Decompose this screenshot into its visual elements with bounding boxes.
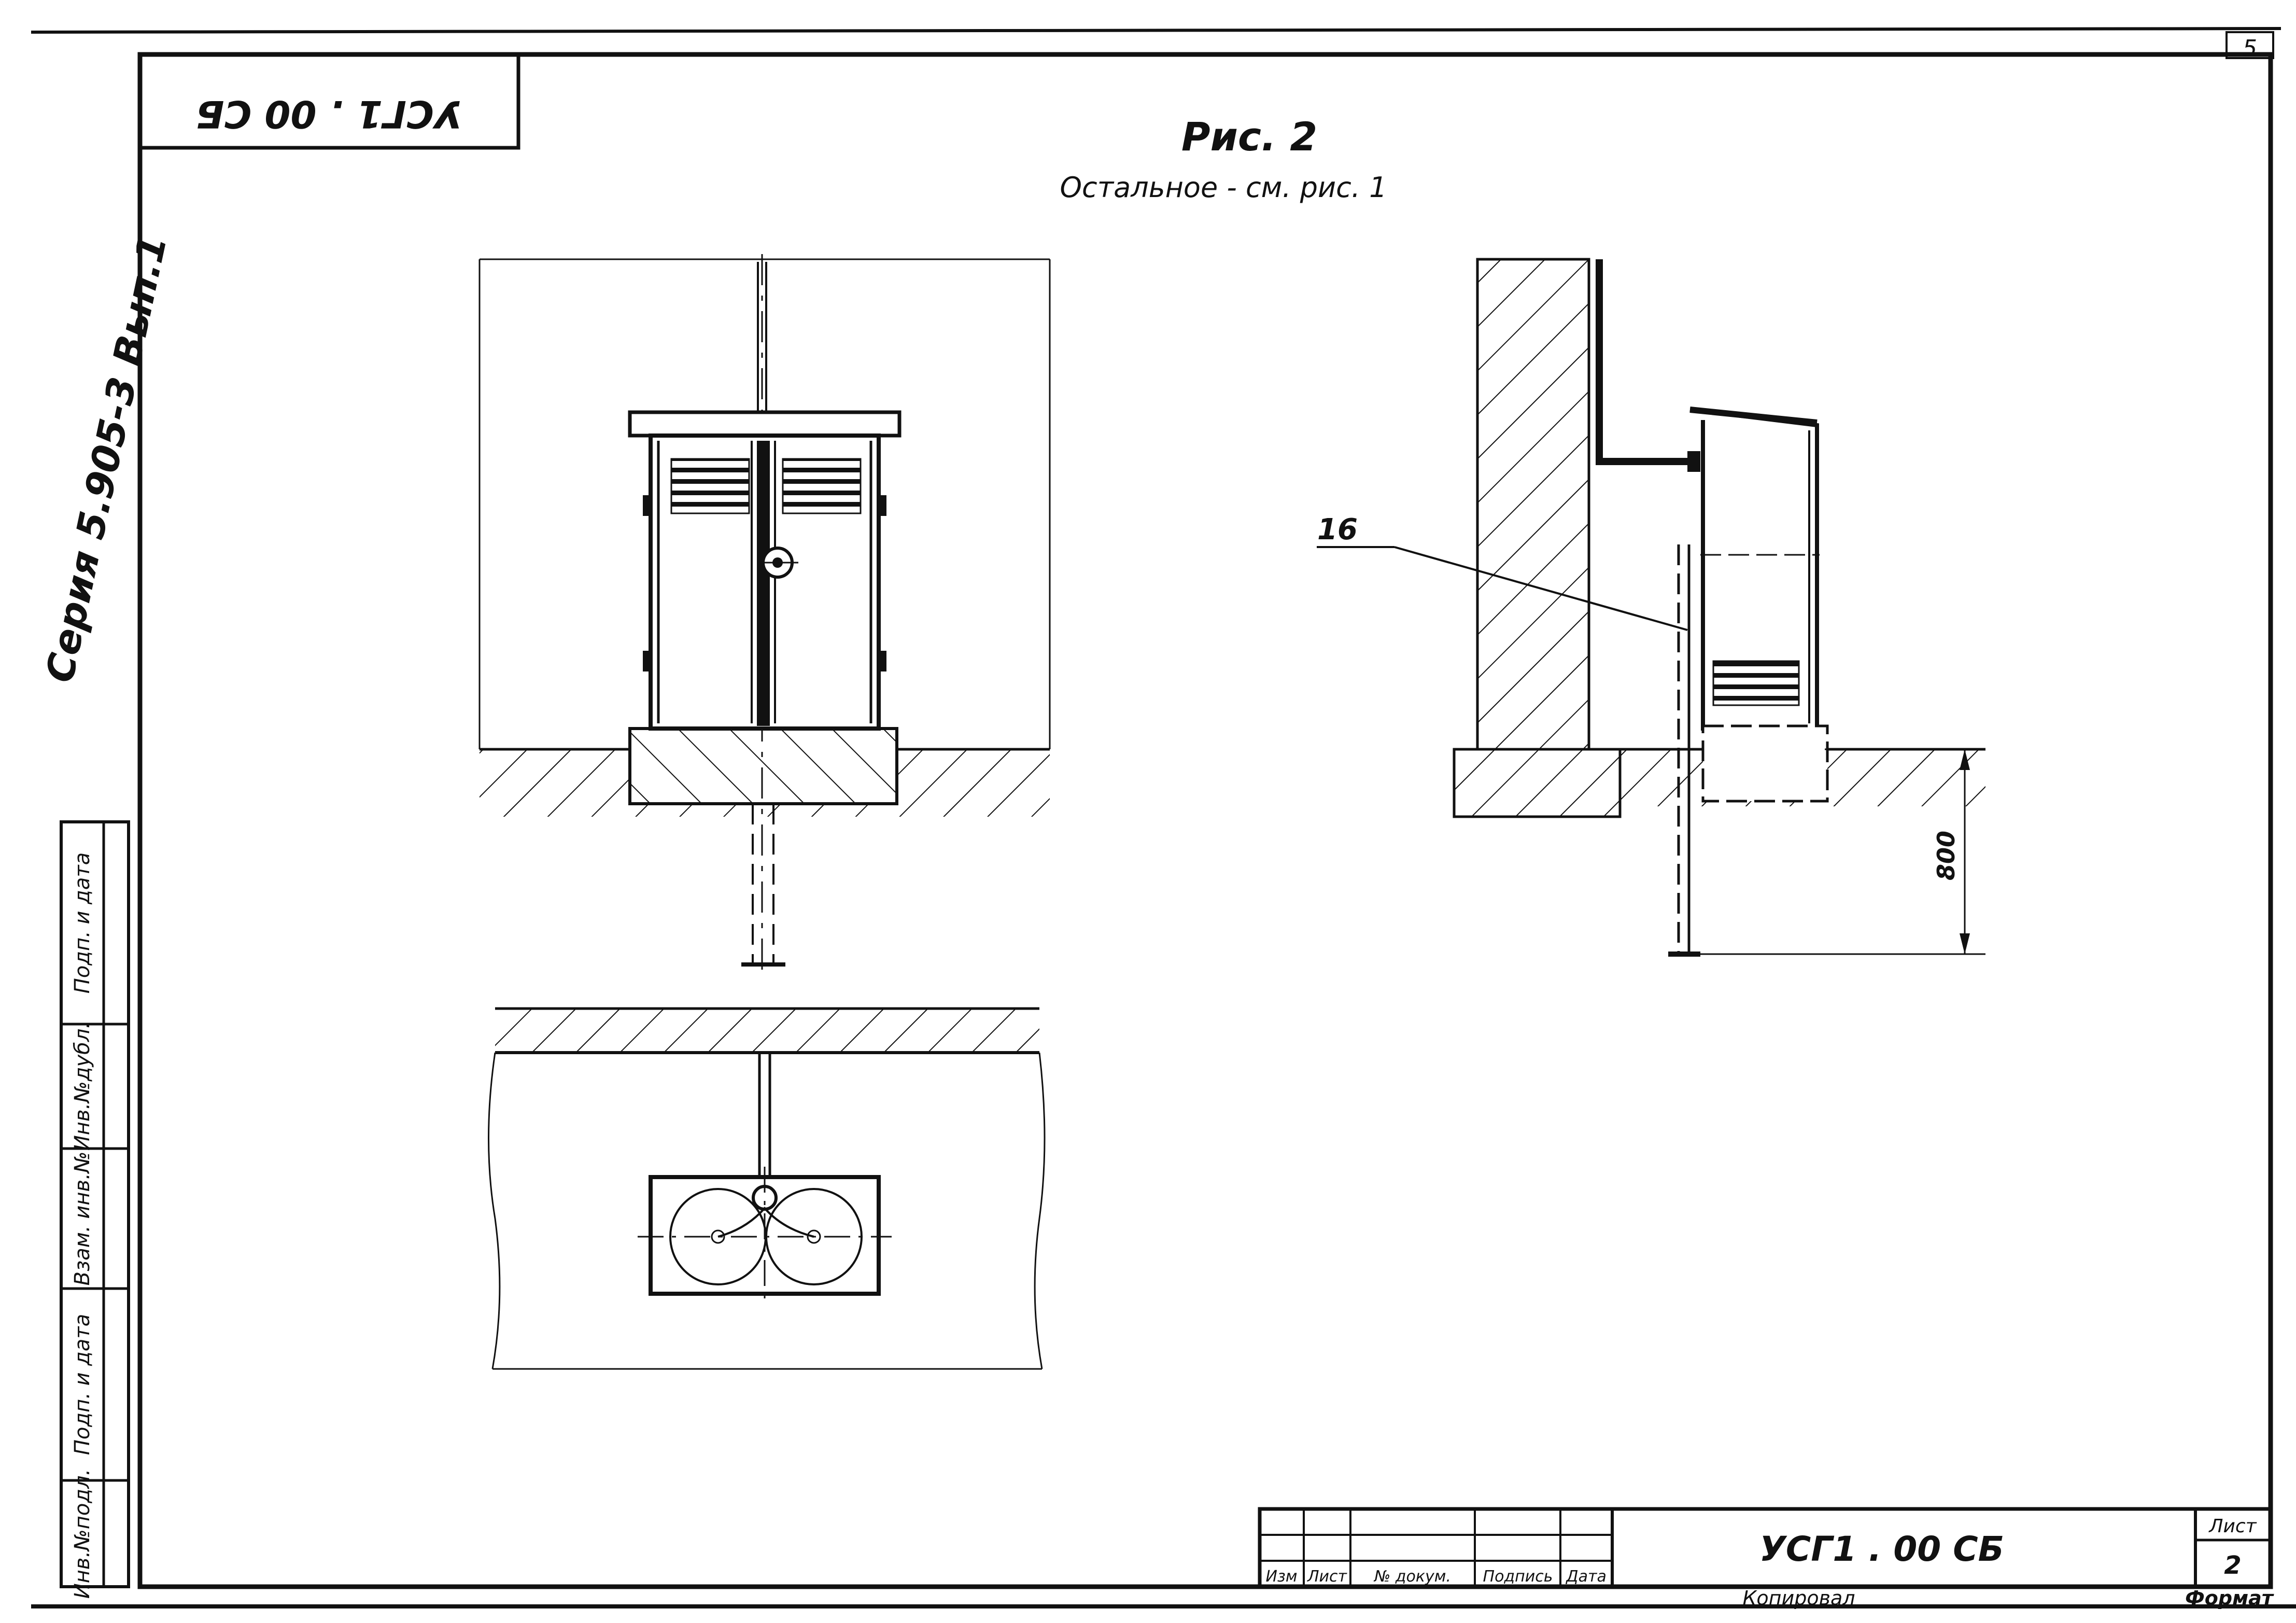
side-cell-4: Инв.№дубл.: [71, 1022, 94, 1151]
side-stamp-table: [60, 820, 130, 1588]
tb-col-dokum: № докум.: [1373, 1568, 1451, 1586]
page-corner-number: 5: [2243, 35, 2257, 62]
front-view: [478, 254, 1051, 975]
tb-sheet-number: 2: [2224, 1551, 2241, 1580]
figure-title: Рис. 2: [1181, 114, 1317, 160]
series-label: Серия 5.905-3 Вып.1: [37, 231, 176, 686]
side-cell-2: Подп. и дата: [71, 1314, 94, 1455]
side-cell-1: Инв.№подл.: [71, 1469, 94, 1599]
rotated-stamp-code: УСГ1 . 00 СБ: [196, 92, 463, 136]
side-cell-3: Взам. инв.№: [71, 1152, 94, 1286]
dimension-label: 800: [1932, 831, 1960, 880]
tb-footer-right: Формат: [2185, 1587, 2274, 1610]
side-view: [1317, 258, 1985, 957]
tb-col-izm: Изм: [1265, 1568, 1297, 1586]
callout-label: 16: [1317, 513, 1358, 547]
tb-col-data: Дата: [1565, 1568, 1607, 1586]
side-cell-5: Подп. и дата: [71, 852, 94, 994]
tb-col-list: Лист: [1307, 1568, 1348, 1586]
figure-subtitle: Остальное - см. рис. 1: [1060, 171, 1387, 204]
rotated-stamp: УСГ1 . 00 СБ: [140, 52, 520, 150]
plan-view: [488, 1007, 1046, 1370]
tb-footer-left: Копировал: [1742, 1587, 1855, 1610]
tb-sheet-label: Лист: [2208, 1516, 2257, 1537]
tb-designation: УСГ1 . 00 СБ: [1759, 1529, 2004, 1569]
tb-col-podpis: Подпись: [1483, 1568, 1553, 1586]
title-block: [1258, 1507, 2273, 1589]
sheet-frame: [31, 27, 2296, 1608]
